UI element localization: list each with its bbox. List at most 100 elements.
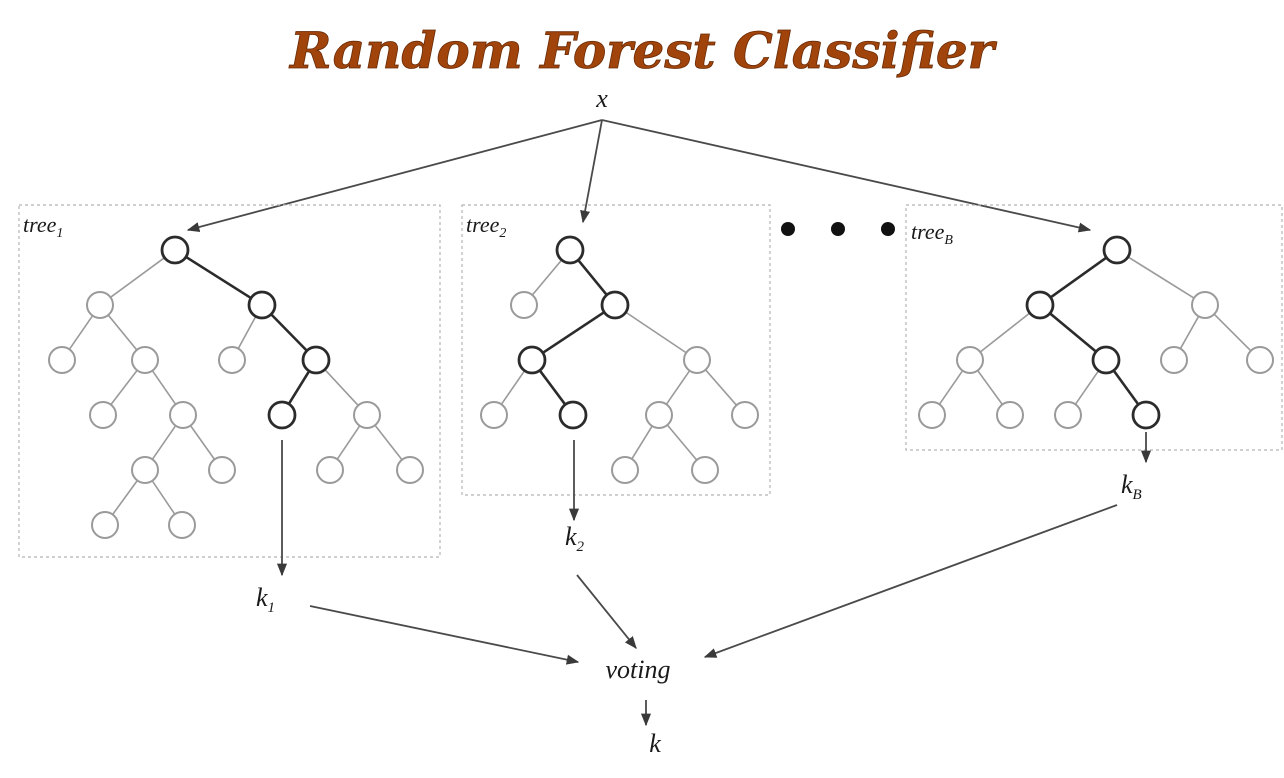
- tree-edge: [237, 316, 257, 349]
- tree-edge: [189, 425, 216, 460]
- tree-edge: [531, 259, 563, 296]
- tree-node: [208, 456, 236, 484]
- tree-edge: [1074, 370, 1100, 405]
- output-k1-label: k1: [256, 583, 275, 616]
- tree-edge: [151, 425, 177, 460]
- decision-path-node: [1131, 400, 1161, 430]
- tree-node: [131, 346, 159, 374]
- arrow-x-to-tree-b: [601, 119, 1092, 233]
- decision-path-node: [555, 235, 585, 265]
- tree-node: [645, 401, 673, 429]
- tree-edge: [107, 314, 138, 351]
- tree-node: [396, 456, 424, 484]
- decision-path-edge: [270, 313, 308, 352]
- decision-path-edge: [542, 311, 605, 354]
- tree-node: [353, 401, 381, 429]
- tree-edge: [665, 370, 691, 405]
- tree-1-structure: [48, 235, 424, 539]
- tree-node: [169, 401, 197, 429]
- tree-1-label: tree1: [23, 212, 63, 241]
- tree-edge: [1179, 315, 1200, 350]
- decision-path-node: [267, 400, 297, 430]
- tree-edge: [631, 425, 653, 460]
- tree-edge: [111, 480, 139, 515]
- arrow-k1-to-voting: [309, 605, 580, 665]
- tree-node: [480, 401, 508, 429]
- decision-path-node: [558, 400, 588, 430]
- ellipsis-dot: [831, 222, 845, 236]
- tree-node: [48, 346, 76, 374]
- decision-path-edge: [1112, 369, 1140, 406]
- tree-edge: [336, 425, 361, 460]
- tree-node: [1246, 346, 1274, 374]
- decision-path-edge: [287, 370, 311, 405]
- tree-node: [131, 456, 159, 484]
- tree-edge: [500, 370, 526, 405]
- tree-edge: [938, 370, 964, 405]
- arrow-k2-to-voting: [576, 574, 637, 649]
- tree-node: [996, 401, 1024, 429]
- ellipsis-dot: [881, 222, 895, 236]
- decision-path-node: [1102, 235, 1132, 265]
- tree-b-box: [905, 204, 1283, 451]
- tree-edge: [151, 370, 177, 405]
- output-k2-label: k2: [565, 522, 585, 555]
- tree-edge: [324, 368, 359, 407]
- arrow-kb-to-voting: [703, 504, 1118, 658]
- decision-path-edge: [577, 259, 608, 296]
- decision-path-node: [247, 290, 277, 320]
- final-output-k: k: [649, 729, 661, 758]
- tree-b-structure: [918, 235, 1274, 430]
- tree-edge: [625, 311, 687, 354]
- output-kb-label: kB: [1121, 470, 1142, 503]
- input-label-x: x: [595, 84, 608, 113]
- tree-node: [956, 346, 984, 374]
- tree-node: [86, 291, 114, 319]
- diagram-title: Random Forest Classifier: [288, 21, 998, 80]
- tree-edge: [704, 369, 738, 406]
- arrow-x-to-tree-1: [186, 119, 603, 232]
- decision-path-node: [1091, 345, 1121, 375]
- tree-edge: [68, 315, 94, 350]
- tree-2-structure: [480, 235, 759, 484]
- tree-1-box: [18, 204, 441, 558]
- tree-edge: [666, 424, 698, 461]
- decision-path-edge: [538, 369, 567, 406]
- tree-edge: [1213, 313, 1252, 352]
- decision-path-edge: [185, 255, 252, 300]
- decision-path-node: [600, 290, 630, 320]
- tree-2-label: tree2: [466, 212, 506, 241]
- tree-node: [91, 511, 119, 539]
- tree-node: [1054, 401, 1082, 429]
- tree-node: [918, 401, 946, 429]
- decision-path-edge: [1049, 312, 1097, 353]
- voting-label: voting: [606, 655, 671, 684]
- tree-edge: [110, 369, 138, 406]
- tree-edge: [976, 370, 1004, 405]
- tree-node: [691, 456, 719, 484]
- tree-2-box: [461, 204, 771, 496]
- tree-b-label: treeB: [911, 219, 953, 248]
- tree-node: [1191, 291, 1219, 319]
- decision-path-node: [517, 345, 547, 375]
- tree-edge: [979, 312, 1031, 353]
- tree-edge: [374, 424, 403, 461]
- tree-node: [89, 401, 117, 429]
- tree-edge: [110, 257, 165, 298]
- tree-edge: [151, 480, 176, 515]
- tree-node: [1160, 346, 1188, 374]
- tree-node: [168, 511, 196, 539]
- decision-path-edge: [1049, 256, 1108, 299]
- tree-node: [316, 456, 344, 484]
- arrow-x-to-tree-2: [580, 119, 603, 224]
- tree-node: [611, 456, 639, 484]
- tree-node: [510, 291, 538, 319]
- tree-node: [731, 401, 759, 429]
- tree-node: [218, 346, 246, 374]
- tree-edge: [1127, 256, 1195, 299]
- tree-node: [683, 346, 711, 374]
- decision-path-node: [301, 345, 331, 375]
- ellipsis-dot: [781, 222, 795, 236]
- decision-path-node: [160, 235, 190, 265]
